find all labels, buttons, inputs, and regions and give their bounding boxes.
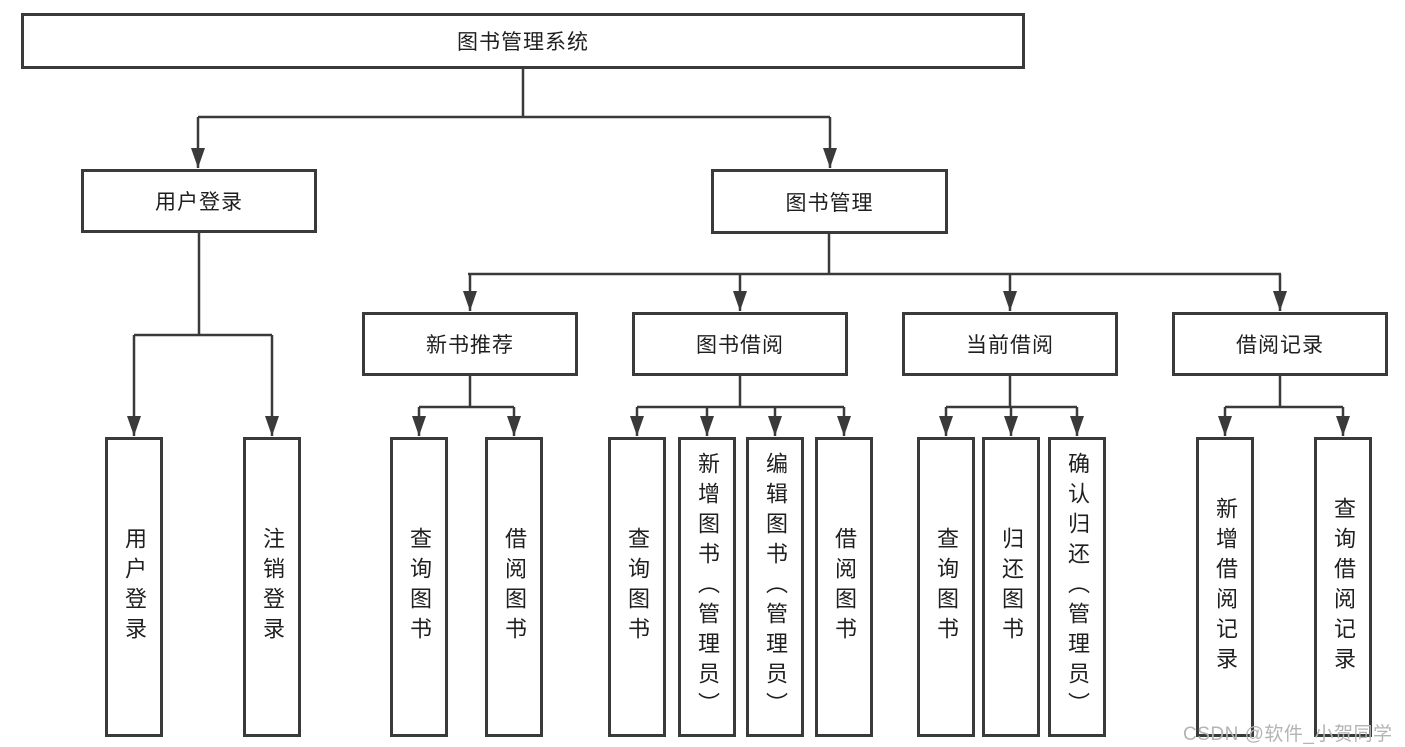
node-label: 图书管理系统: [457, 31, 589, 54]
leaf-return-book: 归还图书: [982, 437, 1040, 737]
link-cur-borrow-split: [946, 376, 1077, 409]
node-current-borrowing: 当前借阅: [902, 312, 1118, 376]
leaf-label: 确认归还（管理员）: [1065, 452, 1090, 722]
leaf-label: 注销登录: [260, 527, 285, 647]
node-borrowing-records: 借阅记录: [1172, 312, 1388, 376]
leaf-label: 借阅图书: [832, 527, 857, 647]
link-root-split: [198, 69, 830, 119]
leaf-borrow-books-borrowing: 借阅图书: [815, 437, 873, 737]
node-label: 用户登录: [155, 191, 243, 214]
node-label: 新书推荐: [426, 334, 514, 357]
leaf-edit-book-admin: 编辑图书（管理员）: [746, 437, 804, 737]
leaf-logout: 注销登录: [243, 437, 301, 737]
node-book-borrowing: 图书借阅: [632, 312, 848, 376]
leaf-query-books-current: 查询图书: [917, 437, 975, 737]
leaf-query-borrow-record: 查询借阅记录: [1314, 437, 1372, 737]
link-new-book-split: [419, 376, 514, 409]
node-label: 图书借阅: [696, 334, 784, 357]
node-user-login: 用户登录: [81, 169, 317, 233]
node-label: 借阅记录: [1236, 334, 1324, 357]
leaf-label: 借阅图书: [502, 527, 527, 647]
link-borrow-rec-split: [1225, 376, 1343, 409]
leaf-label: 编辑图书（管理员）: [763, 452, 788, 722]
leaf-label: 查询图书: [625, 527, 650, 647]
leaf-confirm-return-admin: 确认归还（管理员）: [1048, 437, 1106, 737]
leaf-label: 新增图书（管理员）: [695, 452, 720, 722]
node-label: 图书管理: [785, 191, 874, 215]
link-book-borrow-split: [637, 376, 844, 409]
leaf-label: 查询图书: [407, 527, 432, 647]
node-root-library-system: 图书管理系统: [21, 13, 1025, 69]
csdn-watermark: CSDN @软件_小贺同学: [1183, 724, 1393, 745]
leaf-add-borrow-record: 新增借阅记录: [1196, 437, 1254, 737]
leaf-label: 查询图书: [934, 527, 959, 647]
link-user-login-split: [134, 233, 272, 337]
node-book-management: 图书管理: [711, 169, 948, 234]
leaf-user-login: 用户登录: [105, 437, 163, 737]
leaf-label: 查询借阅记录: [1331, 497, 1356, 677]
node-new-book-recommend: 新书推荐: [362, 312, 578, 376]
leaf-query-books-recommend: 查询图书: [390, 437, 448, 737]
leaf-label: 新增借阅记录: [1213, 497, 1238, 677]
link-book-mgmt-split: [468, 234, 1281, 276]
leaf-query-books-borrowing: 查询图书: [608, 437, 666, 737]
leaf-add-book-admin: 新增图书（管理员）: [678, 437, 736, 737]
node-label: 当前借阅: [966, 334, 1054, 357]
leaf-borrow-books-recommend: 借阅图书: [485, 437, 543, 737]
leaf-label: 归还图书: [999, 527, 1024, 647]
tree-links: [127, 69, 1350, 436]
leaf-label: 用户登录: [122, 527, 147, 647]
